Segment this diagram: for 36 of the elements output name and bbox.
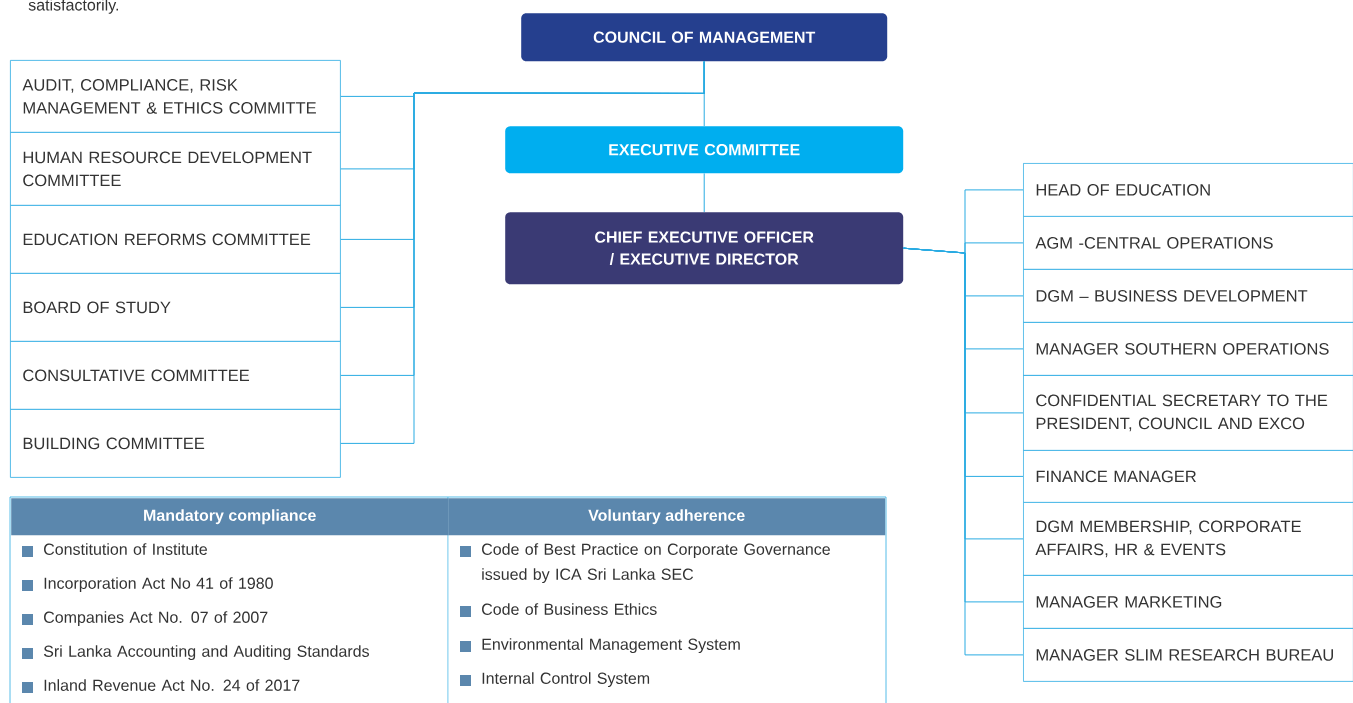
node-label: MANAGER SLIM RESEARCH BUREAU <box>1036 649 1333 661</box>
list-item: Internal Control System <box>482 672 650 688</box>
node-label: CONFIDENTIAL SECRETARY TO THE PRESIDENT, COUNCIL AND EXCO <box>1036 394 1328 432</box>
position-box: AGM -CENTRAL OPERATIONS <box>1023 216 1353 270</box>
committee-box: EDUCATION REFORMS COMMITTEE <box>10 205 341 274</box>
committee-box: HUMAN RESOURCE DEVELOPMENT COMMITTEE <box>10 132 341 206</box>
list-item: Companies Act No. 07 of 2007 <box>44 611 268 627</box>
connector-line <box>703 172 705 213</box>
committee-box: CONSULTATIVE COMMITTEE <box>10 341 341 410</box>
position-box: MANAGER SOUTHERN OPERATIONS <box>1023 322 1353 376</box>
committee-box: BUILDING COMMITTEE <box>10 409 341 478</box>
committee-box: BOARD OF STUDY <box>10 273 341 342</box>
table-header-cell: Voluntary adherence <box>448 498 886 536</box>
position-box: MANAGER MARKETING <box>1023 575 1353 629</box>
org-box: EXECUTIVE COMMITTEE <box>505 126 904 174</box>
list-item: Constitution of Institute <box>44 543 207 555</box>
list-item: Incorporation Act No 41 of 1980 <box>44 577 273 593</box>
list-item: Environmental Management System <box>482 638 740 654</box>
position-box: FINANCE MANAGER <box>1023 450 1353 503</box>
position-box: CONFIDENTIAL SECRETARY TO THE PRESIDENT, COUNCIL AND EXCO <box>1023 375 1353 451</box>
position-box: DGM MEMBERSHIP, CORPORATE AFFAIRS, HR & EVENTS <box>1023 502 1353 576</box>
position-box: HEAD OF EDUCATION <box>1023 163 1353 217</box>
connector-line <box>340 60 705 444</box>
node-label: MANAGER SOUTHERN OPERATIONS <box>1036 343 1329 355</box>
node-label: DGM – BUSINESS DEVELOPMENT <box>1036 290 1308 302</box>
list-item: Sri Lanka Accounting and Auditing Standards <box>43 645 369 661</box>
table-header-cell: Mandatory compliance <box>11 498 449 536</box>
org-box: CHIEF EXECUTIVE OFFICER / EXECUTIVE DIRECTOR <box>505 212 904 285</box>
committee-box: AUDIT, COMPLIANCE, RISK MANAGEMENT & ETHICS COMMITTE <box>10 60 341 133</box>
list-item: Inland Revenue Act No. 24 of 2017 <box>44 679 300 691</box>
node-label: MANAGER MARKETING <box>1036 596 1222 608</box>
position-box: MANAGER SLIM RESEARCH BUREAU <box>1023 628 1353 682</box>
list-item: Code of Business Ethics <box>482 603 657 615</box>
org-box: COUNCIL OF MANAGEMENT <box>521 13 888 62</box>
position-box: DGM – BUSINESS DEVELOPMENT <box>1023 269 1353 323</box>
list-item: Code of Best Practice on Corporate Governance issued by ICA Sri Lanka SEC <box>482 543 830 584</box>
